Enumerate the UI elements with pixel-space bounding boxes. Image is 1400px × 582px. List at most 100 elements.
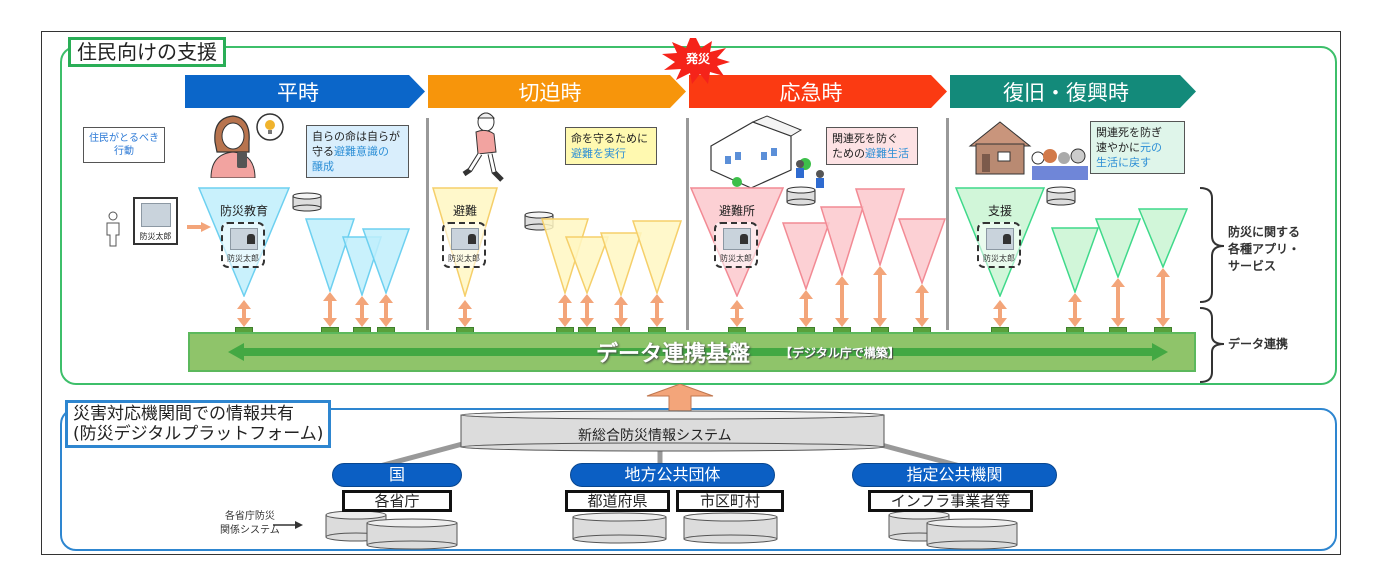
phase-label: 平時 (277, 80, 319, 105)
note-text: 速やかに (1096, 141, 1140, 154)
note-highlight: 元の (1140, 141, 1162, 154)
phase-label: 応急時 (779, 80, 843, 105)
app-name: 防災太郎 (139, 232, 172, 241)
bidirectional-arrow-icon (237, 300, 251, 327)
bidirectional-arrow-icon (873, 266, 887, 327)
title-line: 災害対応機関間での情報共有 (73, 404, 294, 424)
bidirectional-arrow-icon (614, 296, 628, 327)
app-card-bousai-taro: 防災太郎 (442, 222, 486, 268)
disaster-marker-label: 発災 (685, 52, 710, 66)
resident-section-title: 住民向けの支援 (68, 37, 226, 67)
service-triangle (565, 236, 609, 294)
app-screen-icon (986, 228, 1014, 250)
service-label: 避難 (452, 204, 477, 218)
service-triangle (632, 220, 682, 294)
apps-brace-label: 防災に関する 各種アプリ・ サービス (1228, 225, 1301, 273)
app-card-bousai-taro: 防災太郎 (977, 222, 1021, 268)
woman-with-phone-illustration (210, 115, 256, 178)
resident-action-label: 住民がとるべき 行動 (83, 127, 165, 163)
note-text: 関連死を防ぐ (832, 132, 898, 145)
note-highlight: 醸成 (312, 160, 334, 173)
service-triangle (1095, 218, 1141, 278)
organization-pill: 国 (332, 463, 462, 487)
phase-label: 切迫時 (518, 80, 582, 105)
lightbulb-icon (256, 113, 284, 141)
phase-banner-normal: 平時 (185, 75, 425, 108)
service-label: 支援 (987, 204, 1012, 218)
organization-member-box: 都道府県 (565, 490, 670, 512)
note-highlight: 避難生活 (865, 147, 909, 160)
service-triangle (782, 222, 830, 290)
phase-goal-note: 命を守るために 避難を実行 (565, 127, 657, 165)
bidirectional-arrow-icon (558, 294, 572, 327)
bidirectional-arrow-icon (355, 296, 369, 327)
ministry-systems-note: 各省庁防災 関係システム (220, 511, 280, 536)
organization-pill: 地方公共団体 (570, 463, 775, 487)
app-screen-icon (451, 228, 479, 250)
bidirectional-arrow-icon (1111, 278, 1125, 327)
service-triangle (305, 218, 355, 292)
arrow-right-icon (273, 521, 303, 529)
service-triangle (362, 228, 410, 294)
app-name: 防災太郎 (227, 254, 259, 263)
database-cylinder-icon (366, 518, 458, 550)
phase-banner-recovery: 復旧・復興時 (950, 75, 1196, 108)
bidirectional-arrow-icon (323, 292, 337, 327)
bidirectional-arrow-icon (799, 290, 813, 327)
bidirectional-arrow-icon (915, 284, 929, 327)
note-text: 関連死を防ぎ (1096, 126, 1162, 139)
note-highlight: 避難を実行 (571, 147, 626, 160)
bidirectional-arrow-icon (1156, 268, 1170, 327)
organization-member-box: インフラ事業者等 (868, 490, 1033, 512)
app-card-bousai-taro: 防災太郎 (133, 197, 178, 245)
database-cylinder-icon (572, 512, 667, 544)
phase-label: 復旧・復興時 (1003, 80, 1129, 105)
service-triangle (1051, 227, 1099, 293)
phase-goal-note: 関連死を防ぎ 速やかに元の 生活に戻す (1090, 121, 1185, 174)
note-highlight: 生活に戻す (1096, 156, 1151, 169)
phase-divider (426, 118, 429, 330)
app-screen-icon (141, 203, 171, 227)
service-triangle (600, 232, 642, 296)
evacuees-icon (796, 160, 824, 188)
agency-section-title: 災害対応機関間での情報共有 (防災デジタルプラットフォーム) (65, 400, 332, 448)
note-text: 守る (312, 145, 334, 158)
bidirectional-arrow-icon (835, 276, 849, 327)
database-icon (292, 192, 322, 212)
disaster-burst-icon (662, 38, 730, 84)
bidirectional-arrow-icon (379, 294, 393, 327)
app-card-bousai-taro: 防災太郎 (714, 222, 758, 268)
service-triangle (855, 188, 905, 266)
note-highlight: の (378, 145, 389, 158)
double-arrow-icon (228, 343, 1168, 361)
data-platform-subtitle: 【デジタル庁で構築】 (780, 346, 900, 360)
phase-goal-note: 関連死を防ぐ ための避難生活 (826, 127, 918, 165)
brace-icon (1199, 187, 1225, 383)
phase-goal-note: 自らの命は自らが 守る避難意識の 醸成 (306, 125, 409, 178)
organization-pill: 指定公共機関 (852, 463, 1057, 487)
service-triangle (820, 206, 864, 276)
note-text: 自らの命は自らが (312, 130, 400, 143)
phase-divider (946, 118, 949, 330)
agency-sharing-section (60, 408, 1337, 551)
database-icon (1046, 186, 1076, 206)
service-triangle (1138, 208, 1188, 268)
phase-divider (686, 118, 689, 330)
app-card-bousai-taro: 防災太郎 (221, 222, 265, 268)
diagram-frame (41, 31, 1341, 555)
app-screen-icon (230, 228, 258, 250)
title-line: (防災デジタルプラットフォーム) (73, 424, 324, 444)
bidirectional-arrow-icon (730, 300, 744, 327)
phase-banner-emergency: 応急時 (689, 75, 947, 108)
data-platform-title: データ連携基盤 (596, 342, 751, 367)
bidirectional-arrow-icon (650, 294, 664, 327)
service-label: 防災教育 (219, 204, 268, 218)
damaged-house-family-illustration (968, 121, 1088, 180)
database-cylinder-icon (683, 512, 778, 544)
data-brace-label: データ連携 (1228, 337, 1289, 351)
app-name: 防災太郎 (983, 254, 1015, 263)
app-name: 防災太郎 (720, 254, 752, 263)
central-system-cylinder (460, 410, 885, 452)
note-text: ための (832, 147, 865, 160)
note-text: 命を守るために (571, 132, 648, 145)
